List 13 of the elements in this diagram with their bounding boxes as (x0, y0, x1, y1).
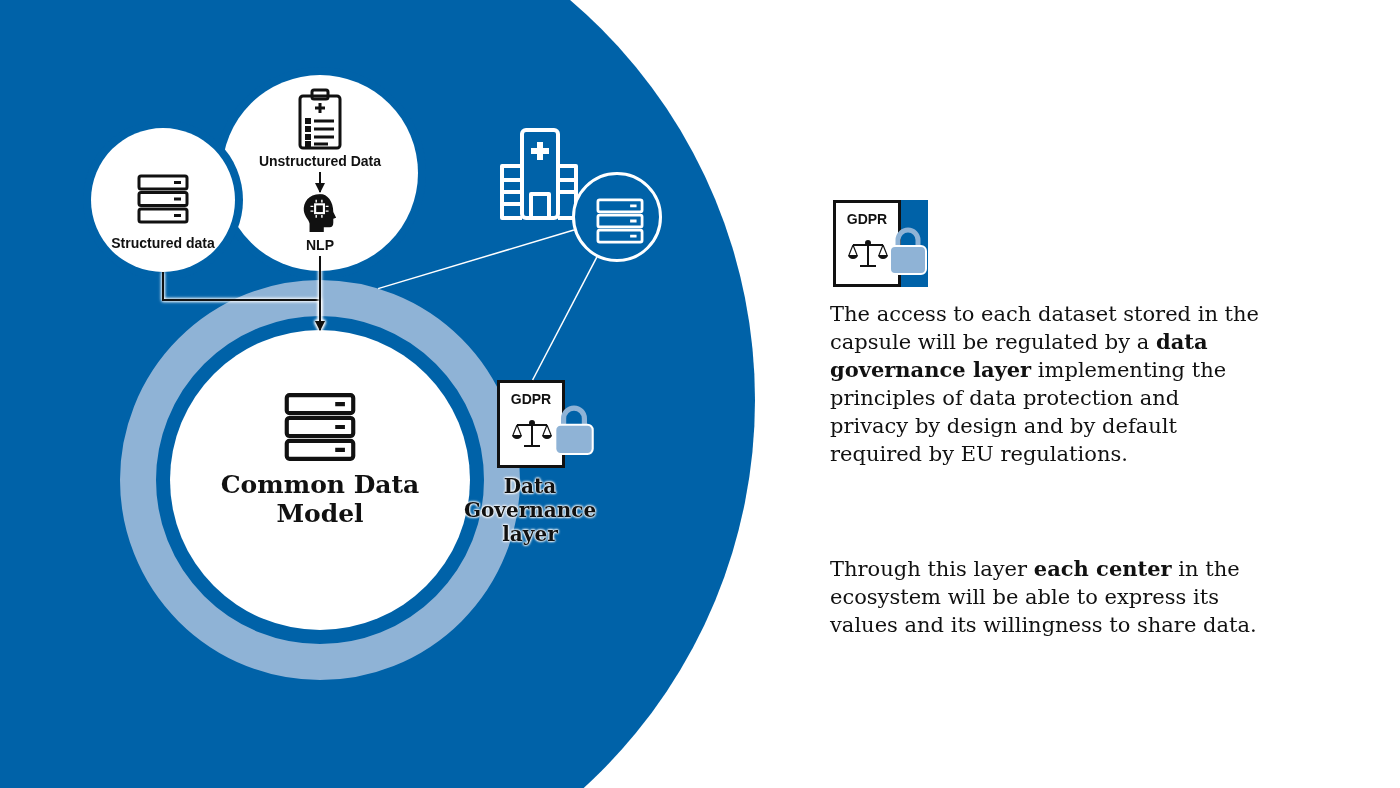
description-paragraph: The access to each dataset stored in the capsule will be regulated by a data governance layer implementing the principles of data protection and privacy by design and by default required by EU regulations. (830, 301, 1260, 468)
document-title: GDPR (509, 391, 553, 407)
node-label: Unstructured Data (257, 154, 383, 169)
node-label: NLP (305, 238, 335, 253)
document-title: GDPR (845, 211, 889, 227)
gdpr-icon-group (833, 200, 928, 287)
node-label: Structured data (110, 236, 216, 251)
node-label: Common Data Model (219, 470, 421, 528)
arrow (315, 255, 325, 331)
arrow (315, 171, 325, 193)
connector-line (531, 256, 598, 381)
connector-line (377, 229, 575, 290)
description-paragraph: Through this layer each center in the ecosystem will be able to express its values and its willingness to share data. (830, 555, 1258, 639)
